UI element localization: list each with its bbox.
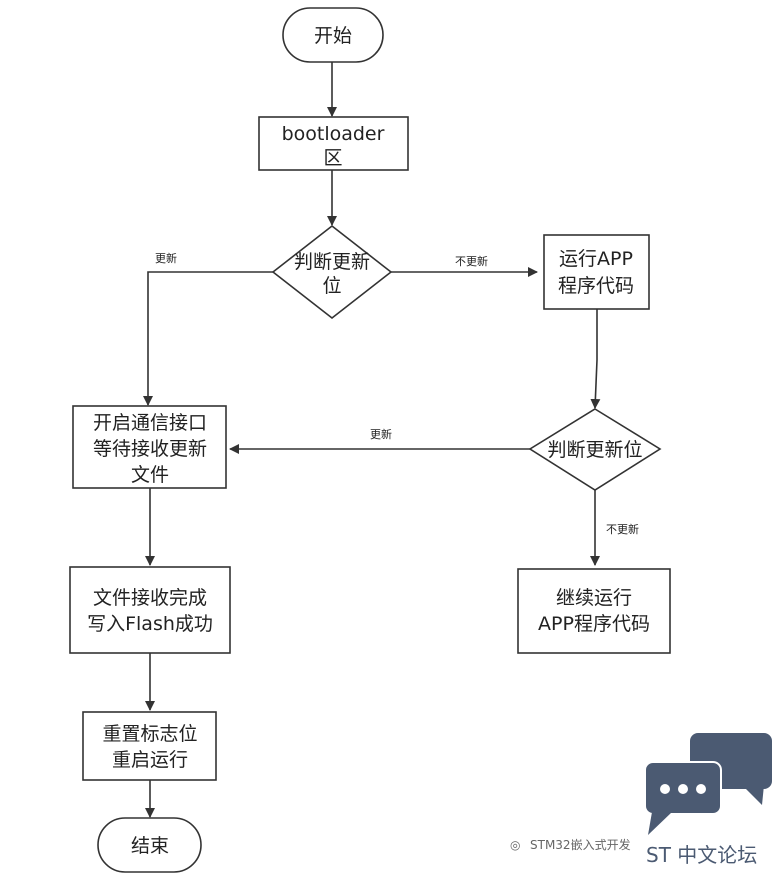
watermark-source: STM32嵌入式开发 [530,837,631,852]
watermark-brand: ST 中文论坛 [646,843,757,867]
logo-front-tail [648,812,672,835]
check1-update-label: 更新 [155,251,177,265]
reset-box [82,711,217,781]
comm-label-1: 开启通信接口 [93,412,207,434]
nodes [69,7,671,873]
edge-labels: 更新 不更新 更新 不更新 [155,251,639,536]
end-terminal [97,817,202,873]
continue-box [517,568,671,654]
edges [143,62,601,818]
continue-label-2: APP程序代码 [538,613,650,635]
comm-label-3: 文件 [131,464,169,486]
node-texts: 开始 bootloader 区 判断更新 位 运行APP 程序代码 判断更新位 … [87,25,650,857]
end-label: 结束 [131,835,169,857]
bootloader-label-2: 区 [323,147,342,169]
reset-label-2: 重启运行 [112,749,188,771]
logo-dot-2 [678,784,688,794]
forum-logo-icon [644,733,772,835]
check2-update-label: 更新 [370,427,392,441]
edge-runapp-to-check2 [590,309,601,409]
check1-label-2: 位 [322,275,341,297]
run-app-box [543,234,650,310]
start-label: 开始 [314,25,352,47]
logo-back-tail [742,785,764,805]
run-app-label-1: 运行APP [559,248,633,270]
wechat-icon: ◎ [510,838,520,852]
logo-dot-1 [660,784,670,794]
check1-no-update-label: 不更新 [455,254,488,268]
check2-label: 判断更新位 [547,439,642,461]
check1-label-1: 判断更新 [294,251,370,273]
logo-dot-3 [696,784,706,794]
bootloader-box [258,116,409,171]
bootloader-label-1: bootloader [282,123,385,145]
check2-diamond [528,408,662,491]
recv-label-2: 写入Flash成功 [87,613,213,635]
reset-label-1: 重置标志位 [102,723,197,745]
run-app-label-2: 程序代码 [558,275,634,297]
start-terminal [282,7,384,63]
recv-label-1: 文件接收完成 [93,587,207,609]
continue-label-1: 继续运行 [556,587,632,609]
recv-box [69,566,231,654]
watermark: ◎ STM32嵌入式开发 ST 中文论坛 [510,837,757,867]
check1-diamond [271,224,393,320]
comm-box [72,405,227,489]
check2-no-update-label: 不更新 [606,522,639,536]
edge-check1-update [143,271,273,406]
comm-label-2: 等待接收更新 [93,438,207,460]
